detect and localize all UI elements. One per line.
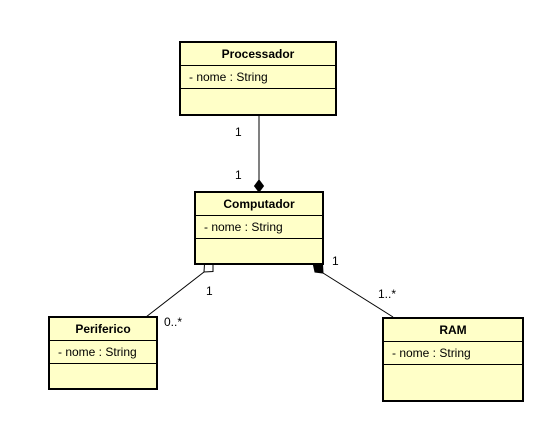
association-line-ram-computador (322, 272, 394, 318)
class-ram[interactable]: RAM - nome : String (382, 317, 524, 402)
class-computador[interactable]: Computador - nome : String (194, 191, 324, 265)
multiplicity-computador-top-end: 1 (235, 168, 242, 182)
class-name-periferico: Periferico (50, 318, 156, 341)
class-name-computador: Computador (196, 193, 322, 216)
multiplicity-ram-end: 1..* (378, 287, 397, 301)
multiplicity-periferico-end: 0..* (164, 315, 183, 329)
class-attribute-processador-nome: - nome : String (181, 66, 335, 89)
multiplicity-computador-left-end: 1 (206, 284, 213, 298)
class-processador[interactable]: Processador - nome : String (179, 41, 337, 116)
class-periferico[interactable]: Periferico - nome : String (48, 316, 158, 390)
class-attribute-ram-nome: - nome : String (384, 342, 522, 365)
class-name-ram: RAM (384, 319, 522, 342)
multiplicity-processador-end: 1 (235, 125, 242, 139)
association-line-periferico-computador (145, 271, 205, 318)
class-attribute-periferico-nome: - nome : String (50, 341, 156, 364)
class-name-processador: Processador (181, 43, 335, 66)
multiplicity-computador-right-end: 1 (332, 254, 339, 268)
composition-diamond-computador-top (253, 179, 265, 193)
class-attribute-computador-nome: - nome : String (196, 216, 322, 239)
